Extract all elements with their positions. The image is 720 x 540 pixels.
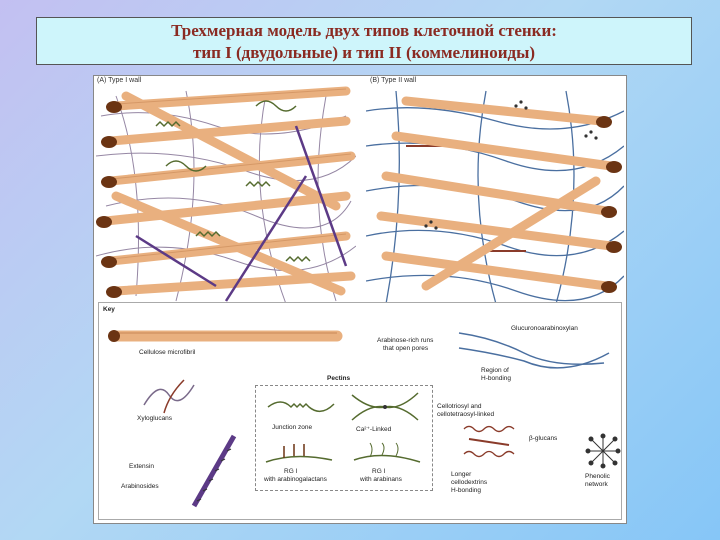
key-arabinose-line2: that open pores (383, 345, 429, 352)
slide-title: Трехмерная модель двух типов клеточной с… (36, 17, 692, 65)
key-h-bonding-line2: H-bonding (481, 375, 511, 382)
panel-b-label: (B) Type II wall (370, 77, 417, 84)
key-heading: Key (103, 306, 115, 313)
extensin-icon (191, 434, 237, 508)
key-rg1-ag-line2: with arabinogalactans (264, 476, 327, 483)
key-arabinose-line1: Arabinose-rich runs (377, 337, 434, 344)
xyloglucan-icon (143, 379, 195, 414)
key-phenolic-line1: Phenolic (585, 473, 610, 480)
key-longer-line2: cellodextrins (451, 479, 488, 486)
panel-a-label: (A) Type I wall (97, 77, 142, 84)
phenolic-network-icon (585, 433, 621, 469)
key-h-bonding-line1: Region of (481, 367, 509, 374)
rg1-arabinogalactans-icon (265, 444, 333, 463)
rg1-arabinans-icon (353, 442, 421, 463)
cell-wall-figure: (A) Type I wall (B) Type II wall (93, 75, 627, 524)
junction-zone-icon (267, 401, 335, 413)
key-longer-line3: H-bonding (451, 487, 481, 494)
key-rg1-ara-line1: RG I (372, 468, 386, 475)
type-ii-wall-illustration (366, 90, 624, 305)
key-cellotriosyl-line2: cellotetraosyl-linked (437, 411, 495, 418)
key-cellulose-label: Cellulose microfibril (139, 349, 196, 356)
title-line-1: Трехмерная модель двух типов клеточной с… (171, 21, 557, 40)
key-cellotriosyl-line1: Cellotriosyl and (437, 403, 482, 410)
key-phenolic-line2: network (585, 481, 608, 488)
cellulose-microfibril-icon (108, 330, 343, 342)
key-junction-zone-label: Junction zone (272, 424, 313, 431)
key-arabinosides-label: Arabinosides (121, 483, 159, 490)
key-extensin-label: Extensin (129, 463, 154, 470)
beta-glucan-icon (463, 425, 515, 458)
key-ca-linked-label: Ca²⁺-Linked (356, 426, 392, 433)
glucuronoarabinoxylan-icon (458, 332, 610, 369)
key-legend: Key Cellulose microfibril Xyloglucans Ex… (98, 302, 622, 520)
title-line-2: тип I (двудольные) и тип II (коммелиноид… (192, 43, 536, 62)
key-rg1-ara-line2: with arabinans (360, 476, 402, 483)
ca-linked-icon (351, 392, 419, 421)
key-longer-line1: Longer (451, 471, 472, 478)
key-xyloglucans-label: Xyloglucans (137, 415, 173, 422)
key-beta-glucans-label: β-glucans (529, 435, 558, 442)
key-rg1-ag-line1: RG I (284, 468, 298, 475)
pectins-group: Junction zone Ca²⁺-Linked RG I with arab… (255, 385, 433, 491)
type-i-wall-illustration (96, 86, 356, 305)
key-pectins-heading: Pectins (327, 375, 351, 382)
key-gax-label: Glucuronoarabinoxylan (511, 325, 578, 332)
